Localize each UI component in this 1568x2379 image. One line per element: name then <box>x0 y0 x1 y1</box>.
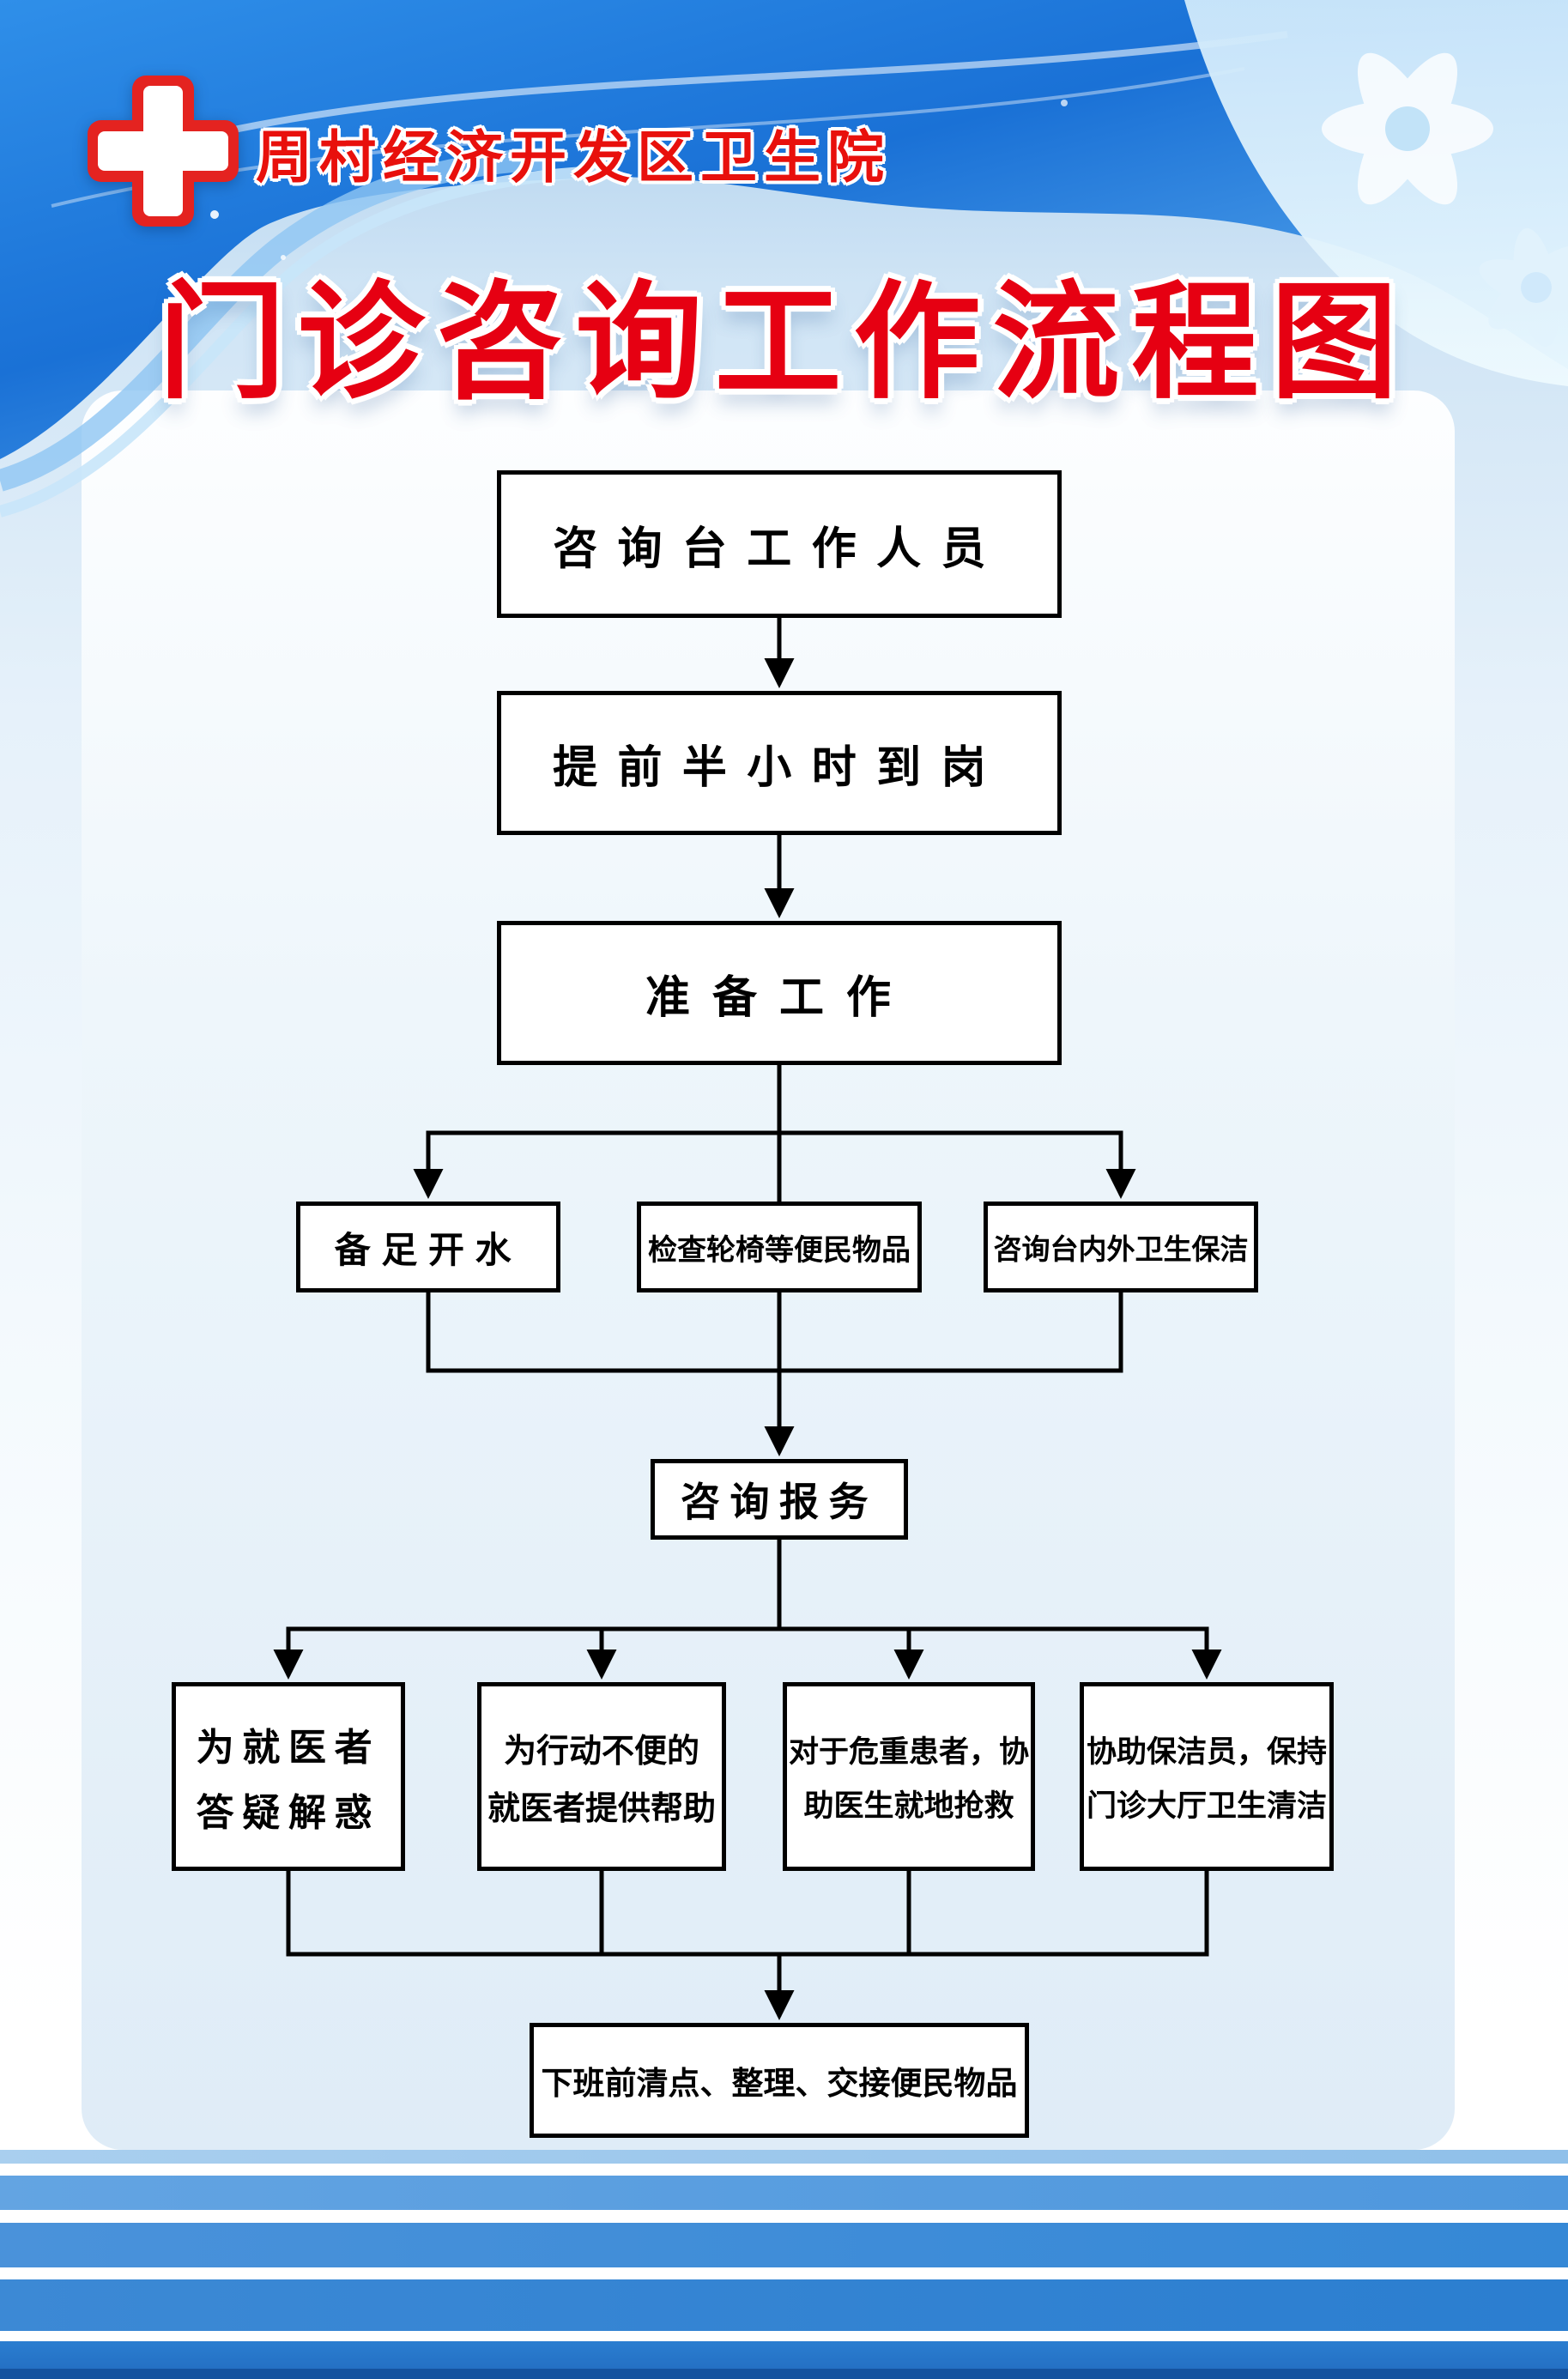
flow-node-prepare: 准备工作 <box>497 921 1062 1065</box>
footer-stripe <box>0 2176 1568 2210</box>
hospital-name: 周村经济开发区卫生院 <box>256 125 891 189</box>
flow-node-mobility: 为行动不便的 就医者提供帮助 <box>477 1682 726 1871</box>
flower-icon <box>1479 227 1568 348</box>
flow-node-cleaning: 咨询台内外卫生保洁 <box>984 1202 1258 1292</box>
flow-node-staff: 咨询台工作人员 <box>497 470 1062 618</box>
flow-node-keep-clean-line1: 协助保洁员，保持 <box>1086 1735 1327 1769</box>
footer-stripes <box>0 2139 1568 2379</box>
poster-title: 门诊咨询工作流程图 <box>158 272 1410 414</box>
flow-node-handover: 下班前清点、整理、交接便民物品 <box>530 2023 1029 2138</box>
flow-node-answer-line2: 答疑解惑 <box>196 1792 381 1834</box>
flow-node-keep-clean-line2: 门诊大厅卫生清洁 <box>1086 1789 1327 1823</box>
flow-node-answer-line1: 为就医者 <box>196 1727 381 1769</box>
header-decoration <box>0 0 1568 518</box>
flow-node-wheelchair: 检查轮椅等便民物品 <box>637 1202 922 1292</box>
footer-stripe <box>0 2341 1568 2369</box>
flow-node-answer: 为就医者 答疑解惑 <box>172 1682 405 1871</box>
flow-node-rescue: 对于危重患者，协 助医生就地抢救 <box>783 1682 1035 1871</box>
flow-node-arrive: 提前半小时到岗 <box>497 691 1062 835</box>
flow-node-rescue-line1: 对于危重患者，协 <box>788 1735 1029 1769</box>
footer-stripe <box>0 2150 1568 2164</box>
footer-stripe <box>0 2223 1568 2267</box>
flow-node-rescue-line2: 助医生就地抢救 <box>803 1789 1014 1823</box>
footer-stripe <box>0 2369 1568 2379</box>
flow-node-keep-clean: 协助保洁员，保持 门诊大厅卫生清洁 <box>1080 1682 1334 1871</box>
flower-icon <box>1322 52 1493 205</box>
flow-node-mobility-line2: 就医者提供帮助 <box>487 1791 716 1827</box>
footer-stripe <box>0 2279 1568 2331</box>
flow-node-service: 咨询报务 <box>651 1459 908 1540</box>
red-cross-icon <box>88 76 239 227</box>
flow-node-mobility-line1: 为行动不便的 <box>503 1734 699 1770</box>
flow-node-water: 备足开水 <box>296 1202 560 1292</box>
